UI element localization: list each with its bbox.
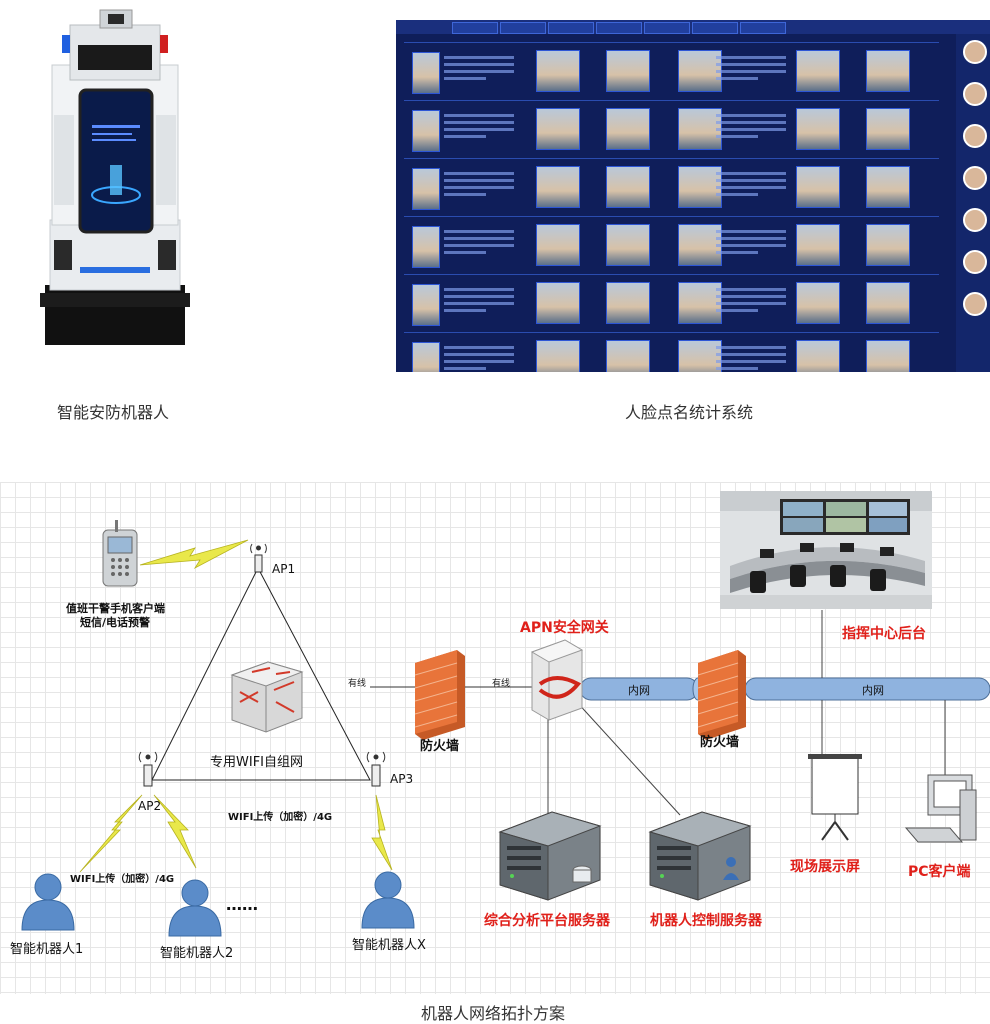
lightning-ap3-robotx (371, 794, 393, 871)
robot-x-icon (361, 871, 415, 929)
security-robot-image (40, 5, 190, 350)
analysis-server-icon (498, 811, 602, 901)
firewall-1-label: 防火墙 (420, 739, 460, 754)
robot-control-server-icon (648, 811, 752, 901)
command-center-image (720, 491, 932, 609)
wifi-mesh-triangle (151, 566, 371, 781)
firewall-2-label: 防火墙 (700, 735, 740, 750)
wifi-upload-label-mid: WIFI上传（加密）/4G (228, 812, 333, 823)
ap1-label: AP1 (272, 562, 296, 576)
ap3-antenna-icon (366, 751, 386, 787)
analysis-server-label: 综合分析平台服务器 (484, 913, 610, 929)
robot-x-label: 智能机器人X (352, 938, 426, 953)
face-recognition-screen-image (396, 20, 990, 372)
mesh-router-icon (230, 661, 304, 733)
apn-gateway-icon (530, 639, 584, 721)
ap3-label: AP3 (390, 772, 414, 786)
intranet-label-2: 内网 (862, 684, 884, 697)
firewall-1-icon (414, 650, 465, 740)
wifi-mesh-label: 专用WIFI自组网 (210, 755, 303, 770)
ap2-antenna-icon (138, 751, 158, 787)
wifi-upload-label-left: WIFI上传（加密）/4G (70, 874, 175, 885)
robot-2-label: 智能机器人2 (160, 946, 234, 961)
ap2-label: AP2 (138, 799, 162, 813)
ap1-antenna-icon (250, 543, 267, 573)
pc-client-label: PC客户端 (908, 864, 971, 880)
display-screen-icon (808, 754, 862, 841)
robot-2-icon (168, 879, 222, 937)
wired-label-2: 有线 (492, 679, 511, 689)
caption-topology: 机器人网络拓扑方案 (421, 1004, 566, 1023)
intranet-label-1: 内网 (628, 684, 650, 697)
caption-robot: 智能安防机器人 (57, 403, 170, 422)
lightning-phone-ap1 (139, 539, 249, 570)
display-screen-label: 现场展示屏 (790, 859, 860, 875)
command-center-label: 指挥中心后台 (842, 626, 926, 642)
robot-1-label: 智能机器人1 (10, 942, 84, 957)
lightning-ap2-robot2 (153, 794, 197, 869)
topology-diagram (21, 520, 990, 937)
mobile-phone-icon (102, 520, 138, 587)
apn-gateway-label: APN安全网关 (520, 620, 609, 636)
wired-label-1: 有线 (348, 679, 367, 689)
phone-label-line2: 短信/电话预警 (80, 616, 151, 629)
robot-control-server-label: 机器人控制服务器 (650, 913, 762, 929)
robot-1-icon (21, 873, 75, 931)
ellipsis: …… (226, 895, 258, 914)
firewall-2-icon (697, 650, 746, 740)
pc-client-icon (904, 774, 977, 843)
caption-face-system: 人脸点名统计系统 (625, 403, 754, 422)
lightning-ap2-robot1 (79, 794, 143, 873)
phone-label-line1: 值班干警手机客户端 (66, 602, 165, 615)
